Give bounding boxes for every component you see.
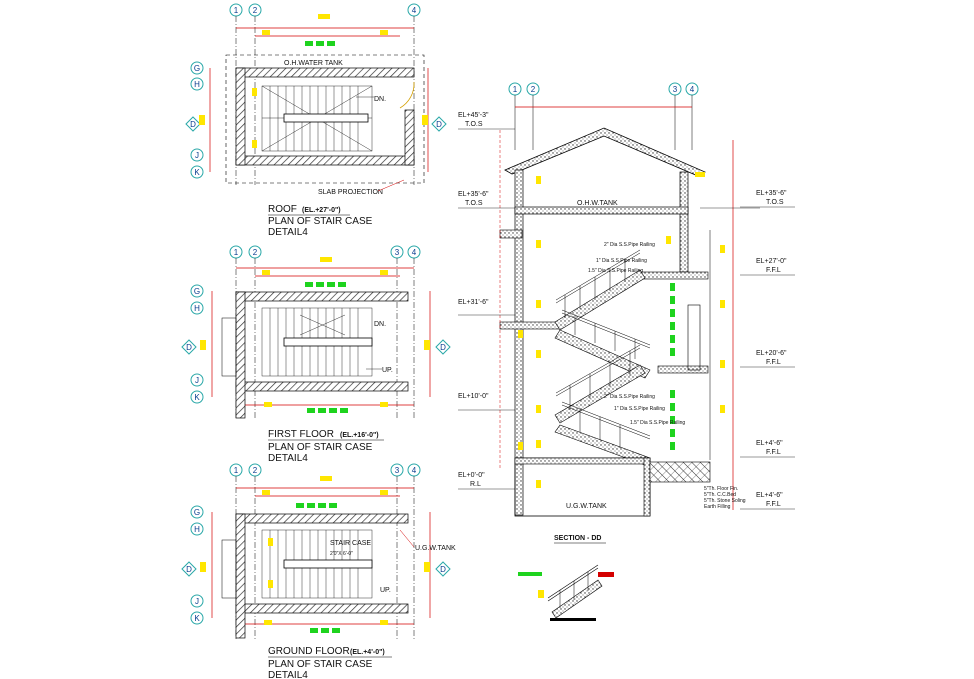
grid-label-4: 4 xyxy=(412,6,417,15)
svg-text:EL+4'-6": EL+4'-6" xyxy=(756,440,783,447)
svg-text:1: 1 xyxy=(513,85,518,94)
first-up-label: UP. xyxy=(382,367,393,374)
first-caption-1: PLAN OF STAIR CASE xyxy=(268,442,373,453)
section-ohw-label: O.H.W.TANK xyxy=(577,200,618,207)
ground-stair-size: 2'0"X 6'-0" xyxy=(330,551,353,557)
svg-text:EL+10'-0": EL+10'-0" xyxy=(458,393,489,400)
svg-text:1" Dia S.S.Pipe Railing: 1" Dia S.S.Pipe Railing xyxy=(614,406,665,412)
svg-text:1" Dia S.S.Pipe Railing: 1" Dia S.S.Pipe Railing xyxy=(596,258,647,264)
svg-text:EL+20'-6": EL+20'-6" xyxy=(756,350,787,357)
ground-ugt-label: U.G.W.TANK xyxy=(415,545,456,552)
svg-text:T.O.S: T.O.S xyxy=(766,199,784,206)
svg-text:EL+31'-6": EL+31'-6" xyxy=(458,299,489,306)
section-stair-flights xyxy=(554,269,651,466)
roof-title: ROOF xyxy=(268,204,297,215)
svg-text:3: 3 xyxy=(673,85,678,94)
svg-text:2: 2 xyxy=(253,248,258,257)
svg-text:4: 4 xyxy=(412,466,417,475)
svg-text:1.5" Dia S.S.Pipe Railing: 1.5" Dia S.S.Pipe Railing xyxy=(588,268,643,274)
section-title: SECTION - DD xyxy=(554,535,601,542)
svg-text:1: 1 xyxy=(234,466,239,475)
svg-text:5"Th. C.C.Bed: 5"Th. C.C.Bed xyxy=(704,492,736,498)
svg-text:H: H xyxy=(194,525,200,534)
svg-text:G: G xyxy=(194,64,200,73)
roof-dn-label: DN. xyxy=(374,96,386,103)
roof-slab-label: SLAB PROJECTION xyxy=(318,189,383,196)
section-levels-right: EL+35'-6" T.O.S EL+27'-0" F.F.L EL+20'-6… xyxy=(740,190,795,510)
svg-text:K: K xyxy=(194,393,200,402)
svg-text:EL+45'-3": EL+45'-3" xyxy=(458,112,489,119)
svg-text:D: D xyxy=(440,343,446,352)
ground-title: GROUND FLOOR xyxy=(268,646,350,657)
first-floor-plan: 1 2 3 4 G H D J K D xyxy=(181,245,451,464)
svg-text:3: 3 xyxy=(395,466,400,475)
ground-up-label: UP. xyxy=(380,587,391,594)
svg-text:H: H xyxy=(194,80,200,89)
svg-text:2: 2 xyxy=(531,85,536,94)
svg-text:G: G xyxy=(194,287,200,296)
svg-text:5"Th. Stone Soling: 5"Th. Stone Soling xyxy=(704,498,746,504)
svg-text:J: J xyxy=(195,151,199,160)
section-dd: 1 2 3 4 xyxy=(458,82,795,544)
ground-caption-2: DETAIL4 xyxy=(268,670,308,679)
svg-text:F.F.L: F.F.L xyxy=(766,267,781,274)
first-elevation: (EL.+16'-0") xyxy=(340,432,379,439)
svg-text:1: 1 xyxy=(234,248,239,257)
roof-plan: 1 2 4 G H D J K D xyxy=(185,3,447,238)
svg-text:EL+35'-6": EL+35'-6" xyxy=(458,191,489,198)
roof-grid-left: G H D J K D xyxy=(185,61,447,179)
svg-text:F.F.L: F.F.L xyxy=(766,501,781,508)
svg-text:EL+0'-0": EL+0'-0" xyxy=(458,472,485,479)
ground-floor-plan: 1 2 3 4 G H D J K D xyxy=(181,463,456,679)
roof-tank-label: O.H.WATER TANK xyxy=(284,60,343,67)
railing-detail xyxy=(518,564,614,621)
svg-text:K: K xyxy=(194,614,200,623)
svg-text:D: D xyxy=(186,343,192,352)
svg-text:K: K xyxy=(194,168,200,177)
svg-text:R.L: R.L xyxy=(470,481,481,488)
first-title: FIRST FLOOR xyxy=(268,429,334,440)
svg-text:1.5" Dia S.S.Pipe Railing: 1.5" Dia S.S.Pipe Railing xyxy=(630,420,685,426)
roof-elevation: (EL.+27'-0") xyxy=(302,207,341,214)
svg-text:T.O.S: T.O.S xyxy=(465,121,483,128)
first-caption-2: DETAIL4 xyxy=(268,453,308,464)
ground-caption-1: PLAN OF STAIR CASE xyxy=(268,659,373,670)
section-levels-left: EL+45'-3" T.O.S EL+35'-6" T.O.S EL+31'-6… xyxy=(458,112,515,490)
svg-text:D: D xyxy=(190,120,196,129)
svg-text:H: H xyxy=(194,304,200,313)
svg-text:4: 4 xyxy=(412,248,417,257)
svg-text:2: 2 xyxy=(253,466,258,475)
grid-label-1: 1 xyxy=(234,6,239,15)
svg-text:J: J xyxy=(195,597,199,606)
ground-elevation: (EL.+4'-0") xyxy=(350,649,385,656)
svg-text:T.O.S: T.O.S xyxy=(465,200,483,207)
svg-text:D: D xyxy=(440,565,446,574)
roof-caption-1: PLAN OF STAIR CASE xyxy=(268,216,373,227)
ground-stair-label: STAIR CASE xyxy=(330,540,371,547)
svg-text:F.F.L: F.F.L xyxy=(766,449,781,456)
svg-text:F.F.L: F.F.L xyxy=(766,359,781,366)
section-ugw-label: U.G.W.TANK xyxy=(566,503,607,510)
svg-text:D: D xyxy=(186,565,192,574)
roof-caption-2: DETAIL4 xyxy=(268,227,308,238)
svg-text:3: 3 xyxy=(395,248,400,257)
svg-text:EL+4'-6": EL+4'-6" xyxy=(756,492,783,499)
svg-text:2" Dia S.S.Pipe Railing: 2" Dia S.S.Pipe Railing xyxy=(604,394,655,400)
svg-text:EL+35'-6": EL+35'-6" xyxy=(756,190,787,197)
svg-text:G: G xyxy=(194,508,200,517)
svg-text:2" Dia S.S.Pipe Railing: 2" Dia S.S.Pipe Railing xyxy=(604,242,655,248)
grid-label-2: 2 xyxy=(253,6,258,15)
svg-text:5"Th. Floor Fin.: 5"Th. Floor Fin. xyxy=(704,486,738,492)
svg-text:Earth Filling: Earth Filling xyxy=(704,504,731,510)
svg-text:4: 4 xyxy=(690,85,695,94)
svg-text:D: D xyxy=(436,120,442,129)
svg-text:EL+27'-0": EL+27'-0" xyxy=(756,258,787,265)
svg-text:J: J xyxy=(195,376,199,385)
first-dn-label: DN. xyxy=(374,321,386,328)
